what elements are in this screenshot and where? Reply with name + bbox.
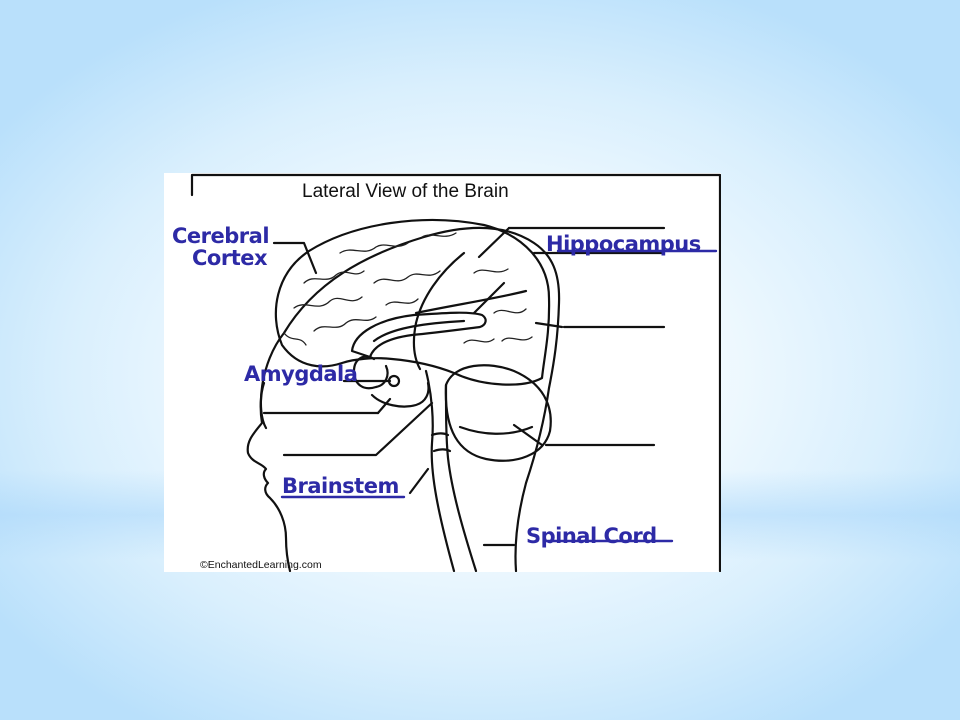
label-amygdala: Amygdala xyxy=(244,362,357,386)
brainstem-left xyxy=(424,369,456,572)
worksheet-frame xyxy=(190,173,721,572)
head-outline xyxy=(259,226,561,572)
copyright-notice: ©EnchantedLearning.com xyxy=(200,559,322,571)
cortex-gyri xyxy=(283,232,533,346)
brain-diagram: Lateral View of the Brain xyxy=(172,173,721,572)
hippocampus-inner xyxy=(372,319,466,343)
label-brainstem: Brainstem xyxy=(282,474,399,498)
temporal-lobe xyxy=(370,381,430,408)
label-spinal-cord: Spinal Cord xyxy=(526,524,657,548)
label-cortex: Cortex xyxy=(192,246,268,270)
brain-worksheet: Lateral View of the Brain xyxy=(164,173,721,572)
brainstem-right xyxy=(444,383,478,572)
label-cerebral: Cerebral xyxy=(172,224,269,248)
lobe-boundary xyxy=(412,251,528,371)
diagram-title: Lateral View of the Brain xyxy=(302,181,509,202)
hippocampus-shape xyxy=(350,311,487,359)
cerebrum-outline xyxy=(274,218,551,386)
label-hippocampus: Hippocampus xyxy=(546,232,701,256)
face-profile xyxy=(246,381,292,572)
cerebellum xyxy=(444,364,552,462)
leader-lines xyxy=(262,226,666,547)
cerebellum-fold xyxy=(458,425,534,435)
spinal-cord-band xyxy=(430,432,452,453)
amygdala-shape xyxy=(352,355,389,390)
